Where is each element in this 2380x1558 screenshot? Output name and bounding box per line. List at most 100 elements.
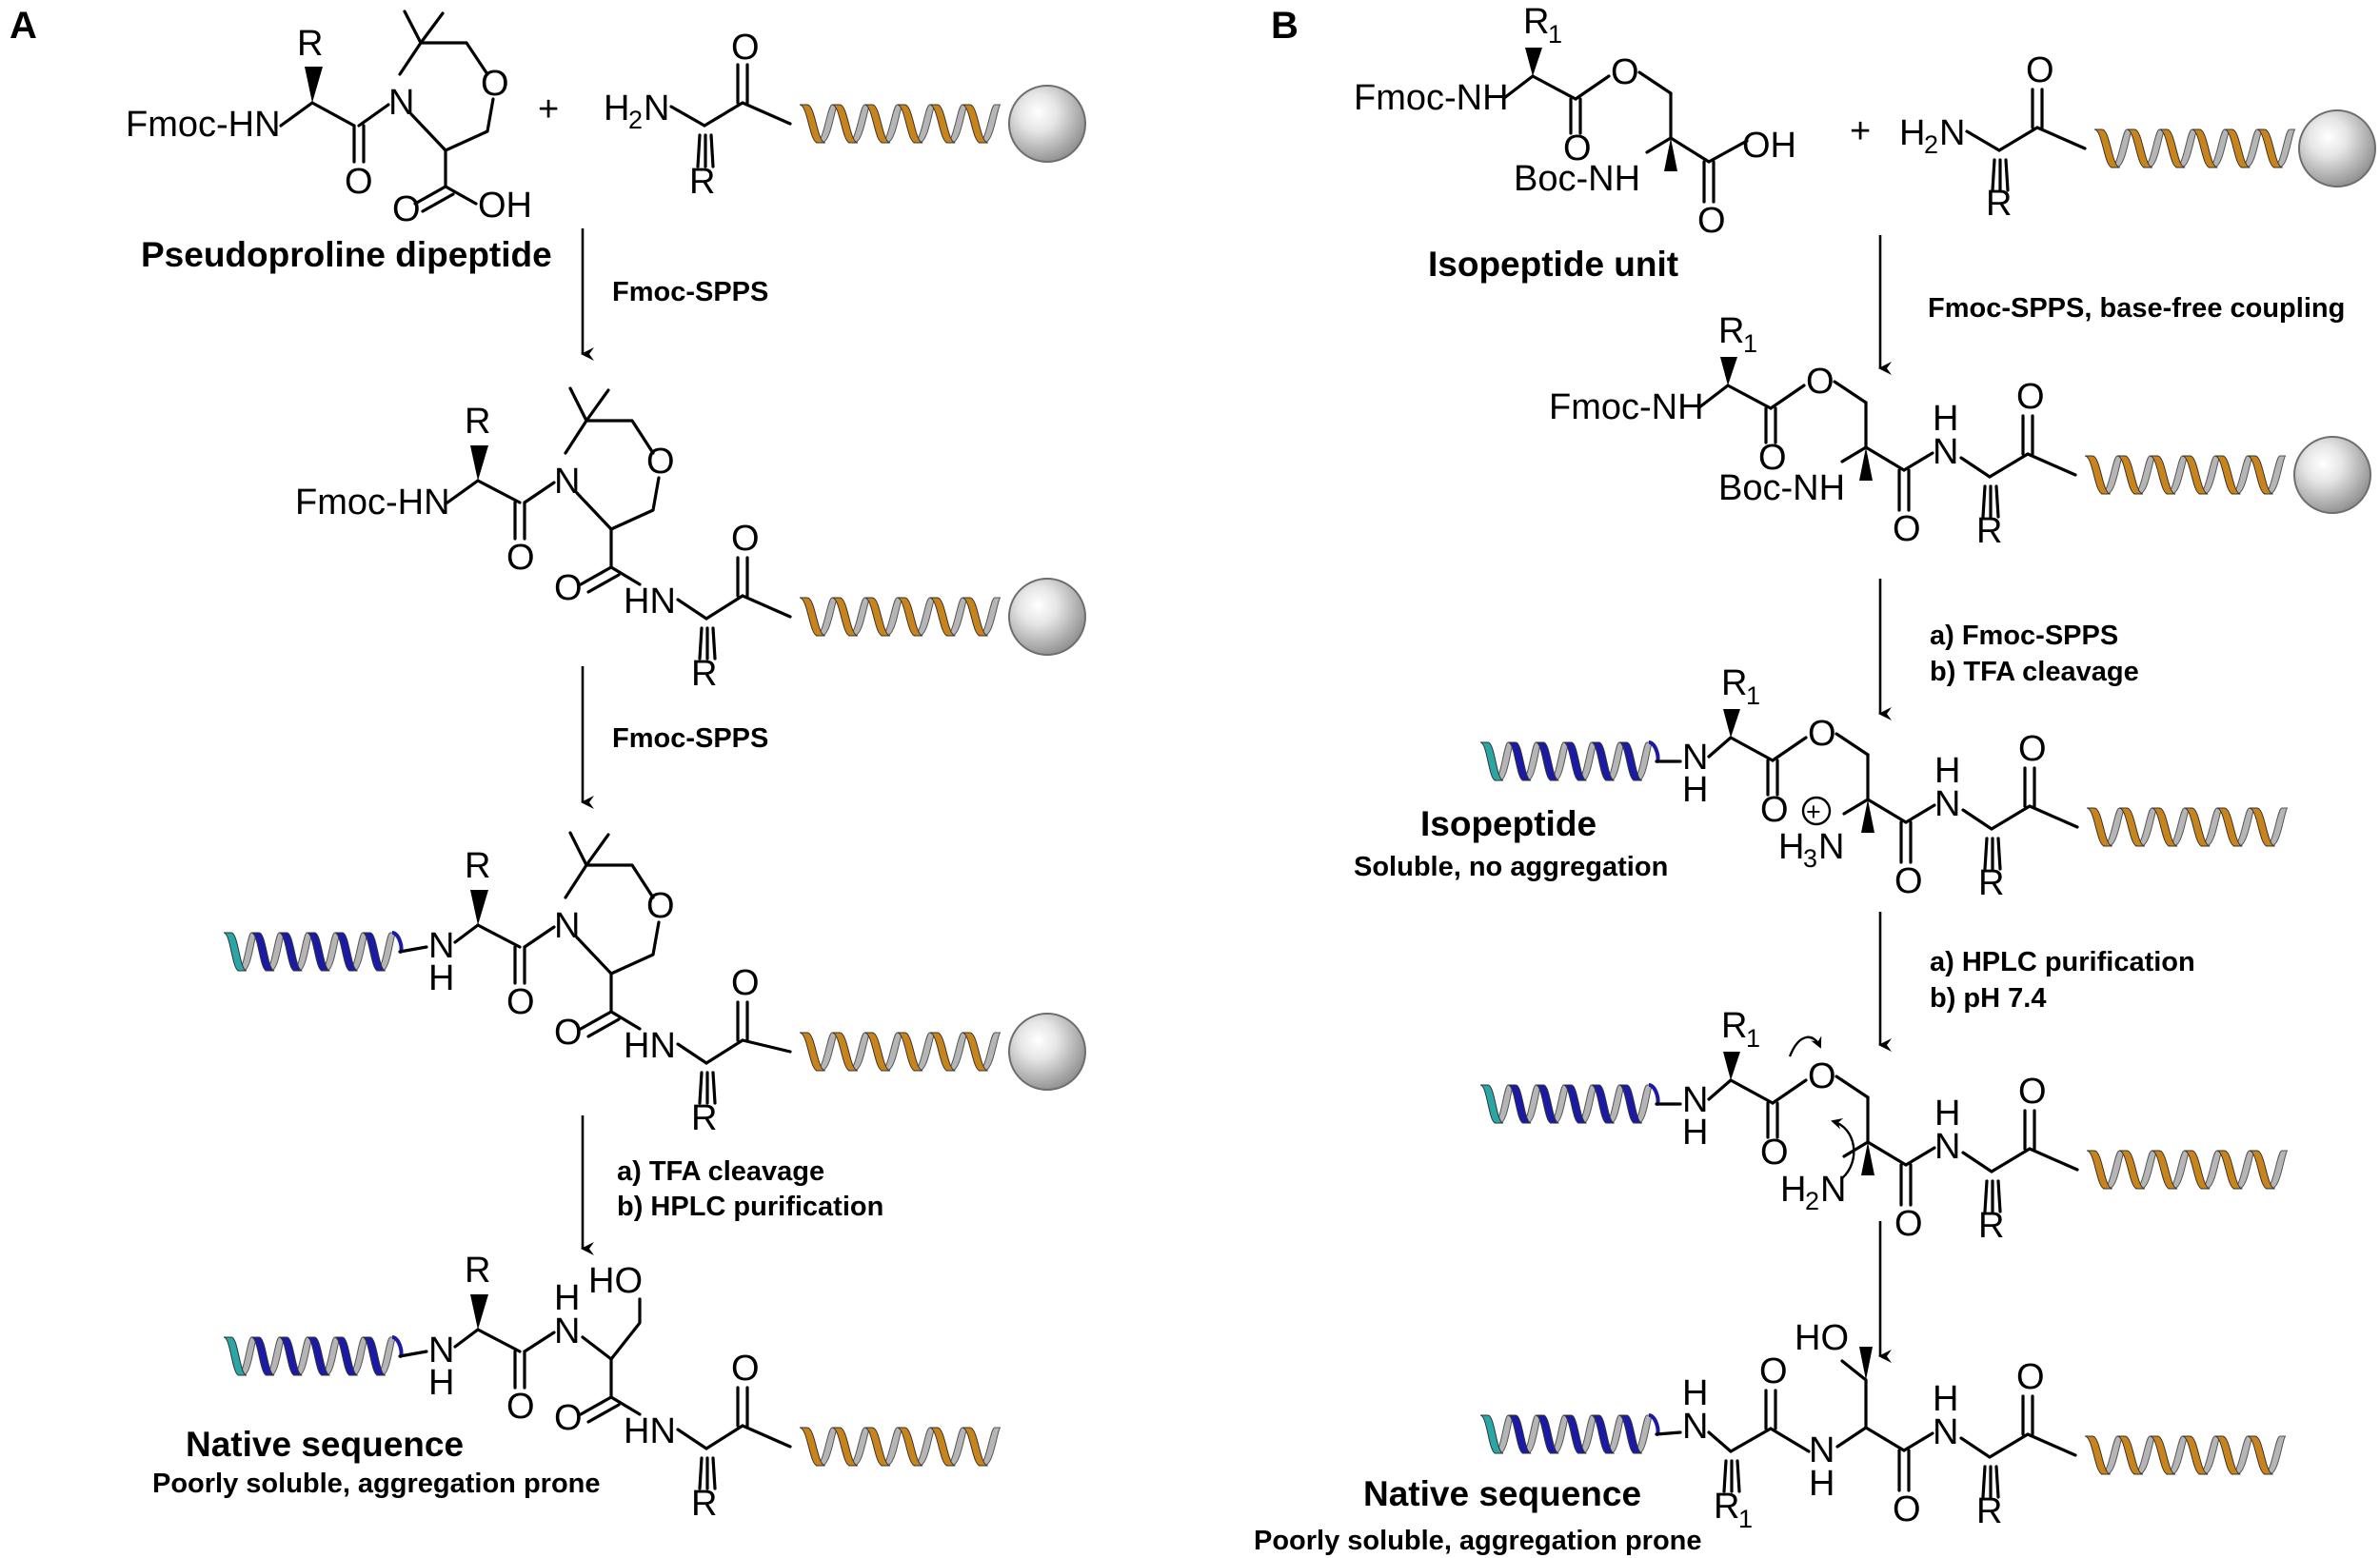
- svg-text:2: 2: [1924, 130, 1938, 159]
- svg-text:R: R: [1718, 311, 1744, 351]
- resin-helix-a6: [799, 1427, 1002, 1467]
- panel-a-label: A: [10, 5, 37, 47]
- helix-back-strand: [2272, 128, 2296, 168]
- isopeptide-structure: N H R 1 O O + H 3 N O N H R O: [1655, 663, 2079, 903]
- svg-text:R: R: [689, 162, 715, 202]
- svg-text:R: R: [1523, 2, 1549, 42]
- helix-back-strand: [2265, 1150, 2289, 1190]
- helix-front-strand: [2152, 1150, 2178, 1190]
- svg-text:O: O: [731, 519, 760, 559]
- helix-front-strand: [831, 597, 859, 637]
- svg-text:R: R: [1978, 1206, 2004, 1246]
- native-sequence-b-structure: H N R 1 O N H HO O N H R O: [1655, 1318, 2077, 1533]
- svg-text:O: O: [506, 538, 535, 578]
- svg-text:N: N: [388, 83, 414, 123]
- helix-front-strand: [864, 1032, 891, 1072]
- resin-helix-a2: [799, 597, 1002, 637]
- native-sequence-a-name: Native sequence: [186, 1425, 464, 1464]
- svg-text:O: O: [1894, 1204, 1923, 1244]
- helix-front-strand: [929, 1427, 956, 1467]
- step-b2-line1: a) Fmoc-SPPS: [1930, 621, 2118, 651]
- isopeptide-name: Isopeptide: [1420, 804, 1597, 843]
- step-a2-condition: Fmoc-SPPS: [612, 723, 768, 754]
- helix-front-strand: [1591, 741, 1615, 781]
- svg-text:R: R: [691, 1484, 717, 1524]
- peptide-helix-b3: [1479, 740, 1660, 781]
- svg-text:N: N: [554, 1311, 580, 1351]
- native-sequence-b-name: Native sequence: [1363, 1474, 1641, 1513]
- resin-helix-b6: [2086, 1150, 2289, 1190]
- peptide-helix-a5: [223, 1335, 404, 1376]
- svg-text:H: H: [554, 1278, 580, 1318]
- step-a3-line1: a) TFA cleavage: [617, 1156, 824, 1187]
- helix-back-strand: [2263, 455, 2287, 495]
- svg-text:O: O: [506, 982, 535, 1022]
- native-sequence-a-note: Poorly soluble, aggregation prone: [152, 1469, 601, 1499]
- helix-front-strand: [1618, 1084, 1643, 1124]
- svg-text:O: O: [731, 28, 760, 68]
- svg-text:HN: HN: [624, 1026, 676, 1066]
- svg-text:HO: HO: [588, 1261, 643, 1301]
- svg-text:R: R: [1976, 511, 2002, 551]
- svg-text:HN: HN: [624, 582, 676, 621]
- svg-text:Boc-NH: Boc-NH: [1514, 159, 1640, 199]
- helix-back-strand: [978, 597, 1002, 637]
- svg-text:2: 2: [1805, 1187, 1819, 1215]
- svg-text:O: O: [1808, 1056, 1836, 1096]
- helix-front-strand: [1507, 1084, 1532, 1124]
- svg-text:1: 1: [1743, 329, 1757, 358]
- resin-bead-b2: [2293, 436, 2371, 514]
- isopeptide-note: Soluble, no aggregation: [1354, 852, 1668, 882]
- helix-front-strand: [831, 1032, 859, 1072]
- svg-text:O: O: [1894, 861, 1923, 901]
- helix-front-strand: [2256, 128, 2283, 168]
- svg-text:1: 1: [1738, 1505, 1753, 1533]
- svg-text:N: N: [428, 1331, 454, 1371]
- svg-text:O: O: [2016, 1357, 2045, 1397]
- resin-helix-b4: [2086, 807, 2289, 847]
- svg-text:2: 2: [628, 106, 643, 134]
- helix-front-strand: [2126, 128, 2153, 168]
- helix-back-strand: [978, 104, 1002, 144]
- svg-text:R: R: [691, 1098, 717, 1138]
- resin-helix-b1: [2093, 128, 2296, 168]
- helix-back-strand: [978, 1032, 1002, 1072]
- svg-text:Fmoc-NH: Fmoc-NH: [1354, 78, 1509, 118]
- svg-text:R: R: [465, 846, 490, 886]
- native-sequence-a-structure: N H R O N H HO O HN R O: [398, 1251, 792, 1524]
- svg-text:O: O: [1759, 1351, 1788, 1391]
- resin-helix-a4: [799, 1032, 1002, 1072]
- svg-text:O: O: [2016, 377, 2045, 417]
- svg-text:H: H: [1682, 770, 1708, 810]
- helix-front-strand: [962, 104, 988, 144]
- svg-text:O: O: [1806, 362, 1835, 402]
- helix-back-strand: [978, 1427, 1002, 1467]
- helix-front-strand: [2214, 455, 2241, 495]
- helix-front-strand: [864, 1427, 891, 1467]
- step-b1-condition: Fmoc-SPPS, base-free coupling: [1928, 293, 2345, 324]
- peptide-helix-b5: [1479, 1083, 1660, 1124]
- svg-text:N: N: [1682, 1407, 1708, 1447]
- svg-text:N: N: [1939, 113, 1965, 153]
- helix-front-strand: [962, 597, 988, 637]
- acyl-shift-structure: N H R 1 O O H 2 N O N H R O: [1655, 1006, 2079, 1246]
- svg-text:N: N: [644, 89, 669, 128]
- svg-text:R: R: [691, 654, 717, 694]
- svg-text:O: O: [2018, 729, 2047, 769]
- svg-text:O: O: [1697, 201, 1726, 241]
- svg-text:3: 3: [1803, 844, 1817, 873]
- helix-back-strand: [2263, 1435, 2287, 1475]
- svg-text:O: O: [554, 568, 583, 608]
- helix-front-strand: [1536, 1084, 1559, 1124]
- svg-text:R: R: [1721, 663, 1747, 703]
- plus-sign-a: +: [538, 89, 559, 129]
- svg-text:OH: OH: [1742, 126, 1796, 166]
- helix-front-strand: [2150, 1435, 2176, 1475]
- svg-text:O: O: [1760, 790, 1789, 830]
- resin-bead-a4: [1008, 1013, 1086, 1091]
- helix-front-strand: [1618, 1414, 1643, 1454]
- svg-text:HO: HO: [1795, 1318, 1849, 1358]
- helix-front-strand: [2247, 1435, 2273, 1475]
- helix-front-strand: [1591, 1084, 1615, 1124]
- helix-front-strand: [2216, 1150, 2243, 1190]
